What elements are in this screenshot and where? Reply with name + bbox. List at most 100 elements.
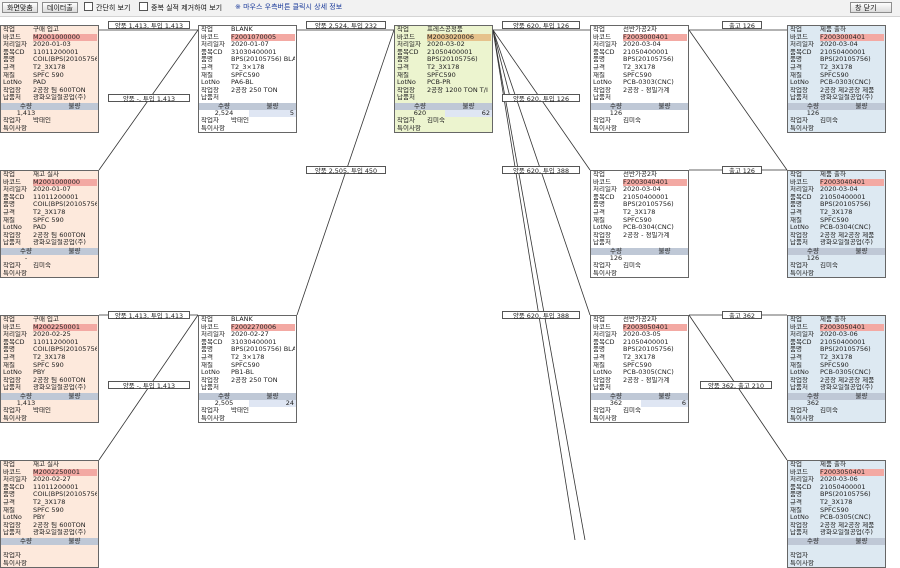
trace-card[interactable]: 작업 제품 출하 바코드 F2003050401 처리일자 2020-03-06… — [787, 460, 886, 568]
checkbox-icon — [84, 2, 93, 11]
trace-card[interactable]: 작업 선반가공2차 바코드 F2003000401 처리일자 2020-03-0… — [590, 25, 689, 134]
card-label-name: 품명 — [790, 201, 802, 209]
card-row-lot: LotNo PAD — [1, 224, 98, 232]
card-label-lot: LotNo — [201, 79, 220, 87]
card-row-code: 품목CD 11011200001 — [1, 484, 98, 492]
card-row-lot: LotNo PCB-0305(CNC) — [788, 514, 885, 522]
card-value-spec: T2_3×178 — [231, 353, 265, 361]
dedup-view-checkbox[interactable]: 중복 실적 제거하여 보기 — [139, 2, 222, 13]
card-row-worker: 작업자 박태인 — [1, 117, 98, 125]
card-label-worker: 작업자 — [397, 116, 415, 124]
card-row-note: 특이사항 — [395, 125, 492, 133]
card-label-spec: 규격 — [593, 208, 605, 216]
card-label-date: 처리일자 — [593, 41, 617, 49]
card-value-lot: PB1-BL — [231, 369, 254, 377]
card-row-job: 작업 제품 출하 — [788, 171, 885, 179]
trace-card[interactable]: 작업 선반가공2차 바코드 F2003050401 처리일자 2020-03-0… — [590, 315, 689, 424]
card-label-cust: 납품처 — [790, 529, 808, 537]
hint-text: ※ 마우스 우측버튼 클릭시 상세 정보 — [235, 3, 343, 11]
card-value-barcode: M2002250001 — [33, 323, 97, 332]
card-value-lot: PCB-0304(CNC) — [623, 224, 674, 232]
card-value-job: 재고 실사 — [33, 171, 59, 178]
card-row-worker: 작업자 김미숙 — [1, 262, 98, 270]
qty-header: 수량 불량 — [199, 392, 296, 400]
card-row-worker: 작업자 김미숙 — [591, 407, 688, 415]
card-label-place: 작업장 — [790, 86, 808, 94]
trace-card[interactable]: 작업 재고 실사 바코드 M2001000000 처리일자 2020-01-07… — [0, 170, 99, 279]
card-value-code: 11011200001 — [33, 193, 79, 201]
qty-value: 1,413 — [16, 398, 36, 407]
trace-card[interactable]: 작업 구매 입고 바코드 M2002250001 처리일자 2020-02-25… — [0, 315, 99, 424]
card-value-job: 제품 출하 — [820, 316, 846, 323]
card-value-barcode: F2003000401 — [623, 33, 687, 42]
trace-card[interactable]: 작업 프레스공정품 바코드 M2003020006 처리일자 2020-03-0… — [394, 25, 493, 134]
card-value-name: BPS(20105756) — [427, 56, 478, 64]
card-label-worker: 작업자 — [3, 406, 21, 414]
card-row-spec: 규격 T2_3X178 — [1, 499, 98, 507]
fit-screen-button[interactable]: 화면맞춤 — [2, 2, 38, 13]
trace-card[interactable]: 작업 BLANK 바코드 F2001070005 처리일자 2020-01-07… — [198, 25, 297, 134]
data-export-button[interactable]: 데이터출 — [42, 2, 78, 13]
trace-card[interactable]: 작업 재고 실사 바코드 M2002250001 처리일자 2020-02-27… — [0, 460, 99, 568]
card-row-barcode: 바코드 M2001000000 — [1, 178, 98, 187]
qty-values: 1,413 — [1, 109, 98, 117]
connector-line — [492, 29, 586, 540]
card-value-date: 2020-03-04 — [820, 186, 858, 194]
trace-card[interactable]: 작업 제품 출하 바코드 F2003040401 처리일자 2020-03-04… — [787, 170, 886, 279]
card-label-name: 품명 — [593, 346, 605, 354]
card-value-barcode: F2003040401 — [623, 178, 687, 187]
card-value-place: 2공장 1200 TON T/I — [427, 86, 488, 94]
card-row-lot: LotNo PCB-0303(CNC) — [591, 79, 688, 87]
qty-header: 수량 불량 — [1, 247, 98, 255]
card-row-cust: 납품처 — [591, 94, 688, 102]
card-label-mat: 재질 — [3, 506, 15, 514]
card-value-cust: 광화오일철공업(주) — [33, 529, 86, 537]
card-value-mat: SPFC590 — [231, 71, 260, 79]
card-row-mat: 재질 SPFC 590 — [1, 362, 98, 370]
simple-view-checkbox[interactable]: 간단히 보기 — [84, 2, 130, 13]
card-row-spec: 규격 T2_3X178 — [591, 354, 688, 362]
card-row-place: 작업장 2공장 250 TON — [199, 377, 296, 385]
card-row-barcode: 바코드 F2003040401 — [591, 178, 688, 187]
bad-header-label: 불량 — [855, 391, 868, 400]
trace-card[interactable]: 작업 선반가공2차 바코드 F2003040401 처리일자 2020-03-0… — [590, 170, 689, 279]
card-label-name: 품명 — [201, 56, 213, 64]
trace-card[interactable]: 작업 BLANK 바코드 F2002270006 처리일자 2020-02-27… — [198, 315, 297, 424]
card-label-spec: 규격 — [3, 498, 15, 506]
card-label-cust: 납품처 — [201, 384, 219, 392]
card-label-mat: 재질 — [790, 71, 802, 79]
card-value-lot: PCB-0303(CNC) — [820, 79, 871, 87]
card-label-cust: 납품처 — [3, 384, 21, 392]
card-label-job: 작업 — [3, 461, 15, 468]
card-row-cust: 납품처 — [591, 384, 688, 392]
trace-card[interactable]: 작업 제품 출하 바코드 F2003000401 처리일자 2020-03-04… — [787, 25, 886, 134]
card-label-note: 특이사항 — [593, 414, 617, 422]
card-label-note: 특이사항 — [790, 414, 814, 422]
trace-card[interactable]: 작업 구매 입고 바코드 M2001000000 처리일자 2020-01-03… — [0, 25, 99, 134]
card-value-place: 2공장 제2공장 제품 — [820, 231, 875, 239]
close-window-button[interactable]: 창 닫기 — [850, 2, 892, 13]
card-row-date: 처리일자 2020-01-07 — [199, 41, 296, 49]
card-value-mat: SPFC590 — [623, 361, 652, 369]
card-label-note: 특이사항 — [790, 124, 814, 132]
card-label-name: 품명 — [3, 491, 15, 499]
card-value-mat: SPFC590 — [623, 216, 652, 224]
qty-header: 수량 불량 — [788, 246, 885, 255]
card-row-barcode: 바코드 F2003040401 — [788, 178, 885, 187]
card-row-code: 품목CD 21050400001 — [395, 49, 492, 57]
card-label-job: 작업 — [3, 171, 15, 178]
qty-header-label: 수량 — [414, 101, 426, 110]
card-value-cust: 광화오일철공업(주) — [820, 529, 873, 537]
card-value-job: 구매 입고 — [33, 26, 59, 33]
card-row-job: 작업 제품 출하 — [788, 316, 885, 324]
card-label-worker: 작업자 — [3, 116, 21, 124]
card-row-note: 특이사항 — [788, 125, 885, 133]
card-label-worker: 작업자 — [3, 551, 21, 559]
bad-header-label: 불량 — [855, 246, 868, 255]
card-row-name: 품명 COIL(BPS(20105756)) — [1, 201, 98, 209]
card-row-mat: 재질 SPFC590 — [788, 507, 885, 515]
card-label-note: 특이사항 — [201, 414, 225, 422]
trace-card[interactable]: 작업 제품 출하 바코드 F2003050401 처리일자 2020-03-06… — [787, 315, 886, 424]
card-value-place: 2공장 - 정밀가계 — [623, 86, 670, 94]
card-row-date: 처리일자 2020-01-07 — [1, 186, 98, 194]
